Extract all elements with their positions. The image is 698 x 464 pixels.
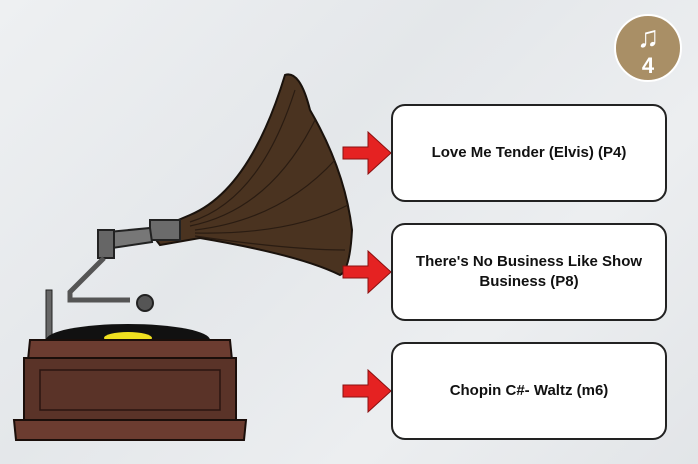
- track-number: 4: [641, 53, 655, 78]
- music-track-badge: ♫ 4: [614, 14, 682, 82]
- song-option-1[interactable]: Love Me Tender (Elvis) (P4): [391, 104, 667, 202]
- song-label: Chopin C#- Waltz (m6): [449, 382, 609, 399]
- arrow-right-icon: [342, 131, 392, 175]
- song-label: Love Me Tender (Elvis) (P4): [431, 144, 627, 161]
- song-option-3[interactable]: Chopin C#- Waltz (m6): [391, 342, 667, 440]
- arrow-right-icon: [342, 250, 392, 294]
- arrow-right-icon: [342, 369, 392, 413]
- music-note-icon: ♫: [636, 21, 660, 54]
- song-option-2[interactable]: There's No Business Like Show Business (…: [391, 223, 667, 321]
- song-label: There's No Business Like Show Business (…: [415, 253, 643, 290]
